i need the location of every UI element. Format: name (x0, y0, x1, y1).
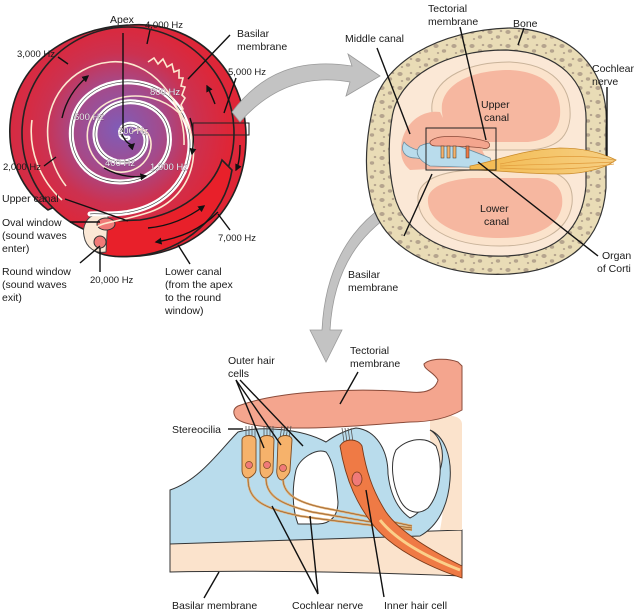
freq-5000-label: 5,000 Hz (228, 67, 266, 78)
middle-canal-label: Middle canal (345, 33, 404, 45)
wavy-basilar-membrane (147, 56, 187, 116)
cs-tectorial-label-1: Tectorial (428, 3, 467, 15)
zoom-arrow-to-cross-section (231, 52, 381, 123)
tectorial-small (429, 136, 490, 149)
hair-cell-nucleus (263, 461, 271, 469)
apex-arrow (121, 133, 135, 151)
inner-hair-cell-fiber (378, 519, 461, 572)
hair-cell-nucleus (245, 461, 253, 469)
cs-cochlear-nerve-label-1: Cochlear (592, 63, 635, 75)
basilar-label-line1: Basilar (237, 28, 270, 40)
cross-section-labels: Tectorial membrane Bone Middle canal Coc… (345, 3, 635, 294)
cs-cochlear-nerve-label-2: nerve (592, 76, 618, 88)
od-tectorial-label-2: membrane (350, 358, 400, 370)
oval-window-label-3: enter) (2, 243, 29, 255)
organ-detail-labels: Outer hair cells Tectorial membrane Ster… (172, 345, 447, 612)
spiral-divider-outline (70, 81, 191, 215)
upper-canal-label-2: canal (484, 112, 509, 124)
freq-200-label: 200 Hz (118, 126, 148, 137)
hair-cells-small (440, 145, 470, 159)
section-marker-box (192, 122, 250, 136)
flow-arrow (147, 205, 206, 229)
freq-4000-label: 4,000 Hz (145, 20, 183, 31)
flow-arrow (103, 167, 148, 181)
lower-canal-label-3: to the round (165, 292, 221, 304)
cochlear-nerve-label: Cochlear nerve (292, 600, 363, 612)
flow-arrow (154, 211, 219, 245)
outer-hair-cells-label-1: Outer hair (228, 355, 275, 367)
upper-canal-fill (441, 70, 561, 142)
inner-hair-cell-nucleus (351, 471, 363, 487)
organ-of-corti-label-1: Organ (602, 250, 631, 262)
cross-section-leader-lines (376, 26, 608, 257)
oval-window-label-1: Oval window (2, 217, 62, 229)
organ-of-corti-detail (169, 358, 463, 579)
freq-400-label: 400 Hz (105, 158, 135, 169)
spiral-leader-lines (43, 29, 237, 272)
spiral-labels: Apex 4,000 Hz Basilar membrane 3,000 Hz … (2, 14, 287, 317)
round-window-label-3: exit) (2, 292, 22, 304)
bone-label: Bone (513, 18, 538, 30)
tunnel-of-corti (292, 450, 339, 525)
freq-3000-label: 3,000 Hz (17, 49, 55, 60)
freq-600-label: 600 Hz (74, 112, 104, 123)
organ-of-corti-label-2: of Corti (597, 263, 631, 275)
lower-canal-label-2: (from the apex (165, 279, 233, 291)
lower-canal-label-2: canal (484, 216, 509, 228)
lower-canal-fill (427, 178, 563, 238)
spiral-outer-line (30, 61, 185, 201)
lower-canal-label-1: Lower (480, 203, 509, 215)
outer-hair-cells-label-2: cells (228, 368, 249, 380)
inner-sulcus (392, 439, 441, 513)
nerve-fibers (499, 156, 615, 170)
round-window-label-1: Round window (2, 266, 71, 278)
cochlear-nerve-bundle (469, 147, 617, 175)
lower-canal-label-4: window) (164, 305, 204, 317)
basilar-membrane-label: Basilar membrane (172, 600, 257, 612)
freq-2000-label: 2,000 Hz (3, 162, 41, 173)
inner-hair-cell-label: Inner hair cell (384, 600, 447, 612)
cs-tectorial-label-2: membrane (428, 16, 478, 28)
basilar-label-line2: membrane (237, 41, 287, 53)
organ-detail-leader-lines (203, 371, 385, 599)
flow-arrow (189, 117, 197, 156)
flow-arrow (206, 84, 216, 105)
outer-hair-cells (241, 435, 293, 481)
cs-basilar-label-2: membrane (348, 282, 398, 294)
cochlea-spiral (9, 23, 250, 258)
upper-canal-label: Upper canal (2, 193, 59, 205)
stereocilia-label: Stereocilia (172, 424, 221, 436)
cs-basilar-label-1: Basilar (348, 269, 381, 281)
outer-hair-cell (241, 435, 257, 479)
oval-window-label-2: (sound waves (2, 230, 67, 242)
tectorial-membrane (233, 358, 463, 429)
organ-marker-box (425, 127, 497, 171)
flow-arrow (235, 144, 242, 172)
spiral-membrane-line (86, 95, 195, 229)
round-window-label-2: (sound waves (2, 279, 67, 291)
freq-800-label: 800 Hz (150, 87, 180, 98)
cochlea-cross-section (365, 27, 617, 275)
flow-arrow (61, 75, 90, 119)
apex-label: Apex (110, 14, 135, 26)
freq-7000-label: 7,000 Hz (218, 233, 256, 244)
upper-canal-label-1: Upper (481, 99, 510, 111)
od-tectorial-label-1: Tectorial (350, 345, 389, 357)
freq-1000-label: 1,000 Hz (150, 162, 188, 173)
inner-hair-cell (339, 439, 463, 579)
lower-canal-label-1: Lower canal (165, 266, 222, 278)
freq-20000-label: 20,000 Hz (90, 275, 134, 286)
hair-cell-nucleus (279, 464, 287, 472)
